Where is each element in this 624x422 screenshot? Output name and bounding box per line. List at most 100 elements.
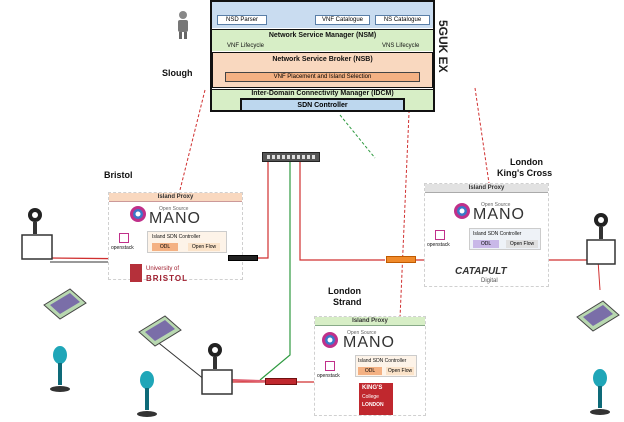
london-kx-label-line2: King's Cross [497,168,553,178]
kx-openflow-tag: Open Flow [506,240,538,248]
bristol-access-point-icon [21,208,53,260]
ns-catalogue-label: NS Catalogue [383,17,422,23]
kings-line3: LONDON [362,402,384,408]
london-strand-label-line2: Strand [333,297,362,307]
core-switch [262,152,320,162]
kx-access-point-icon [586,213,616,265]
bristol-sensor-icon [50,346,70,392]
bristol-gateway-port [228,255,258,261]
kx-island-sdn-label: Island SDN Controller [473,231,522,237]
bristol-openflow-tag: Open Flow [188,243,220,251]
bristol-openstack-icon [119,233,129,243]
kx-mano-top: Open Source [481,202,511,208]
kx-proxy-header: Island Proxy [425,184,548,193]
bristol-mano-top: Open Source [159,206,189,212]
sdn-controller-box: SDN Controller [240,98,405,112]
strand-terminal-icon [138,315,182,347]
strand-openstack-label: openstack [317,373,340,379]
vnf-catalogue-box: VNF Catalogue [315,15,370,25]
kx-mano-word: MANO [473,206,525,223]
vnf-lifecycle-label: VNF Lifecycle [227,43,265,49]
london-kx-label-line1: London [510,157,543,167]
kx-proxy-label: Island Proxy [468,185,505,191]
kings-college-logo: KING'S College LONDON [359,383,393,415]
slough-label: Slough [162,68,193,78]
vnf-placement-box: VNF Placement and Island Selection [225,72,420,82]
strand-mano-top: Open Source [347,330,377,336]
bristol-island-sdn: Island SDN Controller ODL Open Flow [147,231,227,253]
switch-to-strand-link [259,160,291,381]
nsb-title: Network Service Broker (NSB) [272,56,373,63]
switch-to-kx-link [299,160,385,261]
strand-sensor-icon [137,371,157,417]
vns-lifecycle-label: VNS Lifecycle [382,43,420,49]
sdn-to-switch-link [339,114,376,159]
bristol-proxy-header: Island Proxy [109,193,242,202]
bristol-crest-icon [130,264,142,282]
kx-sensor-icon [590,369,610,415]
kx-device-drop [597,259,601,291]
kx-openflow-label: Open Flow [509,241,535,247]
strand-odl-tag: ODL [358,367,382,375]
kx-terminal-icon [576,300,620,332]
bristol-terminal-icon [43,288,87,320]
strand-mano-word: MANO [343,334,395,351]
ns-catalogue-box: NS Catalogue [375,15,430,25]
kx-mano-logo-icon [454,203,470,219]
strand-island: Island Proxy Open Source MANO Island SDN… [314,316,426,416]
nsd-parser-box: NSD Parser [217,15,267,25]
kx-island: Island Proxy Open Source MANO Island SDN… [424,183,549,287]
bristol-label: Bristol [104,170,133,180]
strand-island-sdn-label: Island SDN Controller [358,358,407,364]
bristol-openflow-label: Open Flow [191,244,217,250]
bristol-uni-line2: BRISTOL [146,274,188,283]
kx-odl-tag: ODL [473,240,499,248]
bristol-odl-tag: ODL [152,243,178,251]
kx-digital-word: Digital [481,278,498,284]
strand-access-point-icon [201,343,233,395]
kx-island-sdn: Island SDN Controller ODL Open Flow [469,228,541,250]
nsd-parser-label: NSD Parser [225,17,258,23]
bristol-mano-logo-icon [130,206,146,222]
strand-gateway-port [265,378,297,385]
control-link-strand [399,89,411,319]
kx-catapult-word: CATAPULT [455,266,507,277]
vnf-placement-label: VNF Placement and Island Selection [273,74,372,80]
person-icon [178,11,188,39]
strand-odl-label: ODL [364,368,376,374]
vnf-catalogue-label: VNF Catalogue [321,17,364,23]
kx-odl-label: ODL [480,241,492,247]
bristol-odl-label: ODL [159,244,171,250]
control-link-kx [474,87,491,191]
bristol-proxy-label: Island Proxy [157,194,194,200]
kx-openstack-icon [435,230,445,240]
bristol-mano-word: MANO [149,210,201,227]
bristol-uni-line1: University of [146,266,180,272]
nsb-band: Network Service Broker (NSB) VNF Placeme… [212,52,433,88]
strand-proxy-header: Island Proxy [315,317,425,326]
strand-openstack-icon [325,361,335,371]
strand-openflow-tag: Open Flow [386,367,414,375]
strand-proxy-label: Island Proxy [352,318,388,324]
strand-island-sdn: Island SDN Controller ODL Open Flow [355,355,417,377]
strand-mano-logo-icon [322,332,338,348]
kings-line1: KING'S [362,385,383,391]
sdn-controller-label: SDN Controller [297,101,348,109]
nsm-title: Network Service Manager (NSM) [268,32,377,39]
5guk-ex-label: 5GUK EX [436,20,450,73]
strand-openflow-label: Open Flow [387,368,413,374]
bristol-openstack-label: openstack [111,245,134,251]
control-link-bristol [179,89,206,191]
switch-ports [267,155,315,159]
bristol-island-sdn-label: Island SDN Controller [152,234,201,240]
idcm-title: Inter-Domain Connectivity Manager (IDCM) [251,90,394,97]
kings-line2: College [362,394,379,400]
kx-openstack-label: openstack [427,242,450,248]
london-strand-label-line1: London [328,286,361,296]
strand-wire [154,339,206,381]
switch-to-bristol-link [245,160,269,259]
kx-gateway-port [386,256,416,263]
nsm-band: Network Service Manager (NSM) VNF Lifecy… [212,29,433,51]
